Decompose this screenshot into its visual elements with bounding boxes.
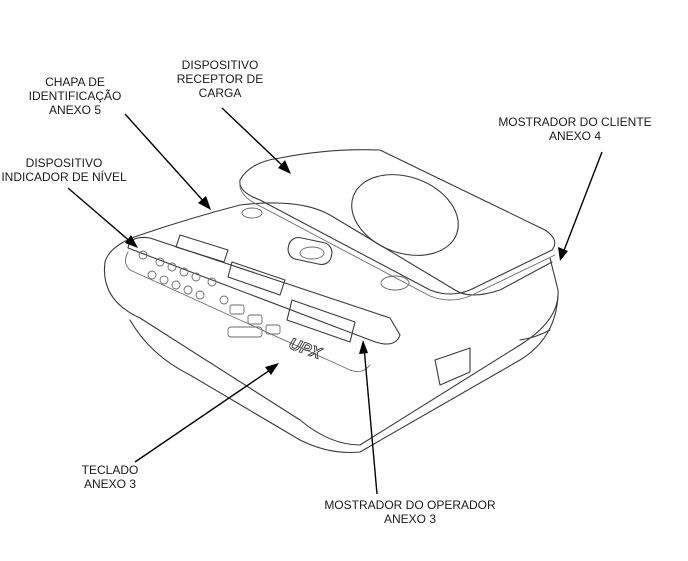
arrow-cliente	[558, 151, 603, 261]
display-operator	[286, 299, 356, 343]
front-panel	[127, 236, 401, 345]
brand-logo: UPX	[287, 336, 325, 364]
scale-base-outline	[103, 257, 559, 446]
level-bubble-inner	[299, 246, 325, 260]
arrow-teclado	[134, 363, 279, 463]
display-left	[175, 234, 229, 263]
deck-button-right	[380, 275, 410, 291]
arrow-nivel	[67, 187, 138, 248]
platform-side	[239, 181, 556, 301]
load-platform	[239, 149, 556, 295]
arrow-receptor	[221, 107, 291, 174]
arrow-operador	[359, 340, 378, 495]
keypad	[138, 250, 281, 338]
arrow-chapa	[124, 113, 211, 210]
display-middle	[227, 261, 286, 296]
scale-base-bottom	[129, 294, 559, 454]
platform-oval	[351, 174, 459, 256]
front-panel-edge	[125, 251, 371, 373]
deck-button-left	[241, 207, 263, 219]
scale-base-foot	[434, 329, 551, 386]
scale-top-deck	[104, 202, 553, 296]
level-bubble	[287, 236, 333, 266]
